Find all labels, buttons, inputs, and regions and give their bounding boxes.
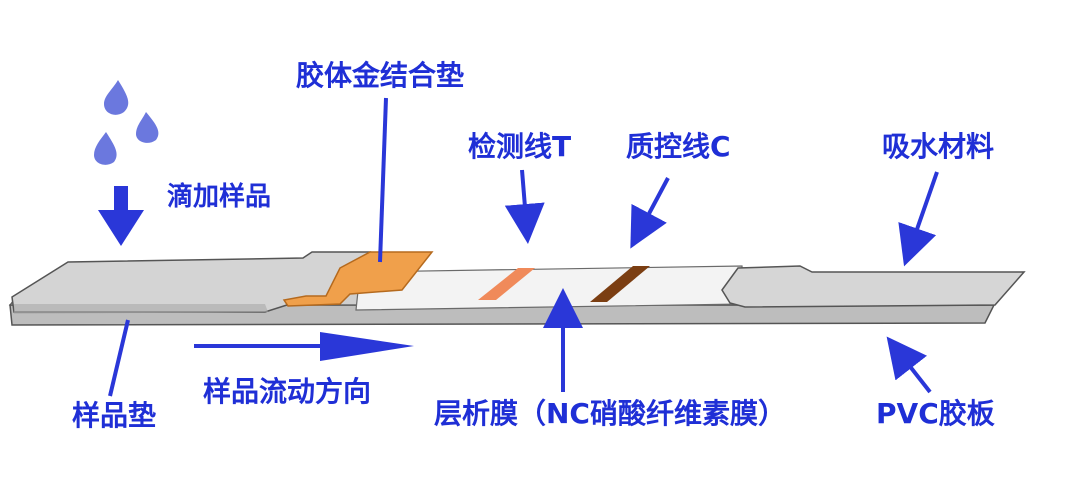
absorbent-label: 吸水材料 — [882, 130, 995, 163]
droplet-icon — [104, 80, 129, 115]
sample-pad-pointer — [108, 319, 130, 397]
down-arrow-icon — [98, 186, 144, 246]
conjugate-pad-label: 胶体金结合垫 — [296, 59, 465, 92]
flow-direction-label: 样品流动方向 — [203, 375, 372, 408]
control-line-label: 质控线C — [626, 130, 731, 163]
absorbent-arrow — [898, 171, 939, 267]
absorbent-pad — [721, 265, 1026, 308]
add-sample-label: 滴加样品 — [167, 182, 272, 212]
sample-pad-label: 样品垫 — [72, 399, 157, 432]
conjugate-pad — [282, 251, 434, 307]
control-line-arrow — [630, 177, 670, 249]
right-arrow-icon — [194, 332, 414, 361]
test-line — [478, 268, 535, 300]
test-line-arrow — [504, 169, 545, 244]
control-line — [590, 266, 650, 302]
conjugate-pad-pointer — [378, 97, 388, 263]
test-line-label: 检测线T — [468, 130, 572, 163]
pvc-backing-label: PVC胶板 — [876, 397, 995, 430]
droplet-icon — [94, 132, 117, 165]
droplet-icon — [136, 112, 159, 143]
pvc-arrow — [886, 336, 932, 394]
membrane-label: 层析膜（NC硝酸纤维素膜） — [434, 397, 786, 430]
